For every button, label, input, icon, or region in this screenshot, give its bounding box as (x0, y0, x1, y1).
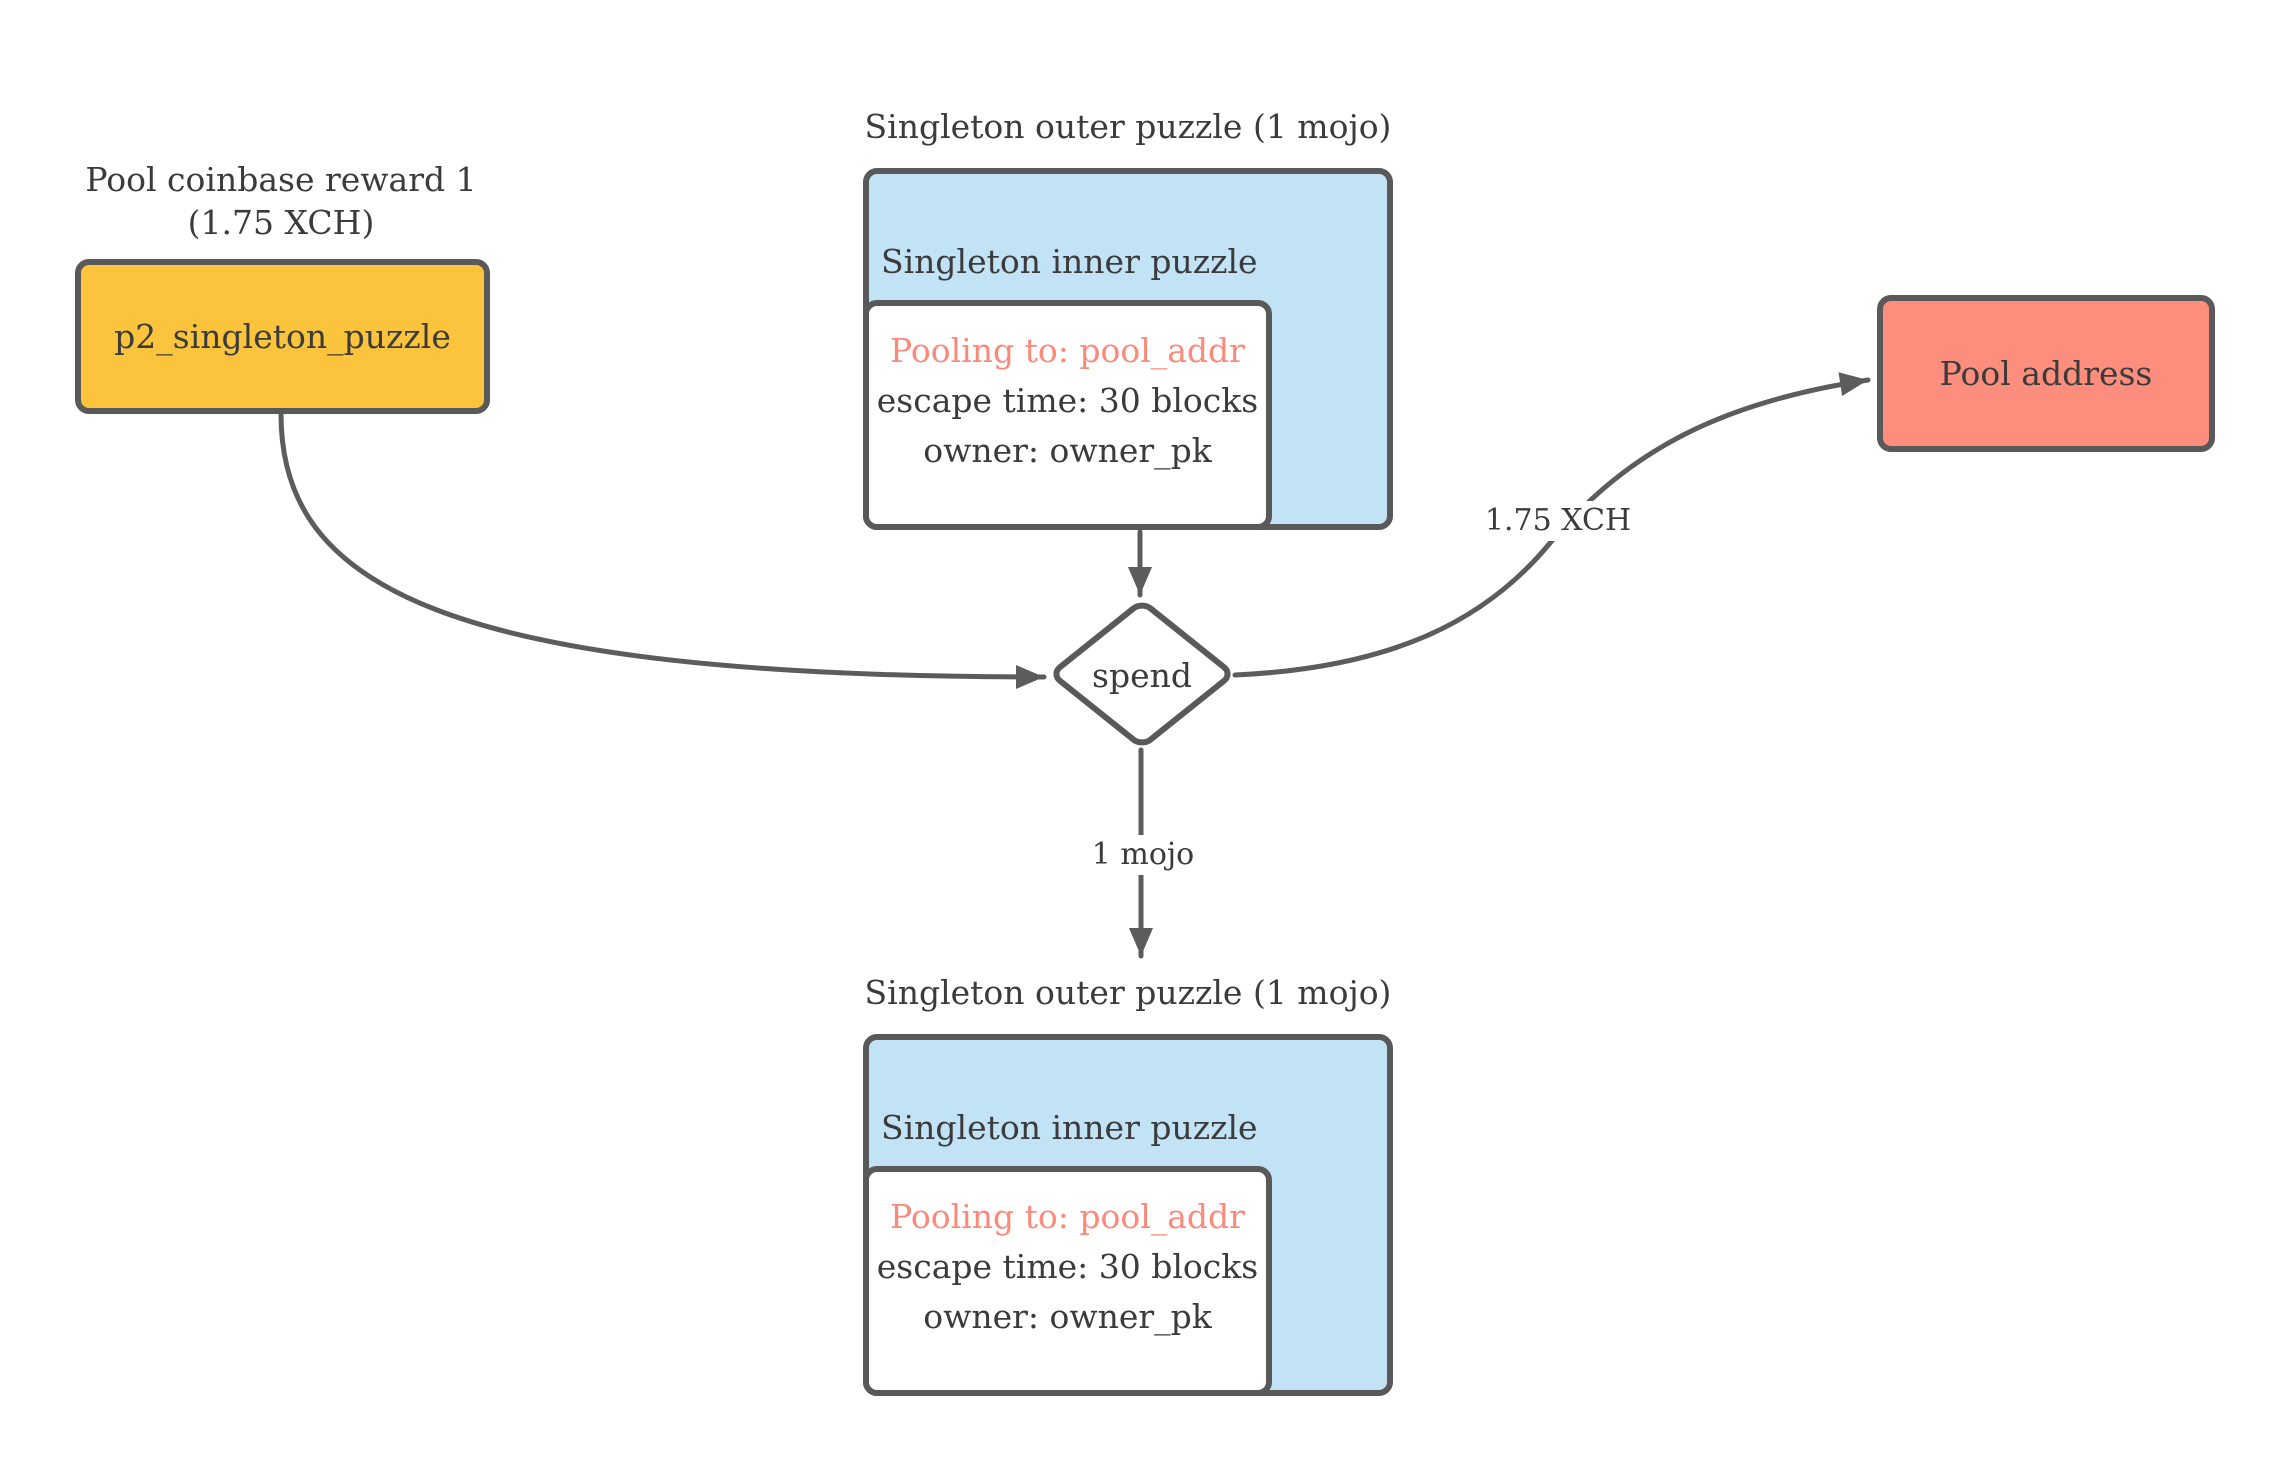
singleton-bottom-escape-line: escape time: 30 blocks (876, 1247, 1259, 1286)
edge-label-xch: 1.75 XCH (1476, 501, 1640, 541)
edge-spend-to-pool (1232, 372, 1871, 678)
singleton-top-escape-line: escape time: 30 blocks (876, 381, 1259, 420)
singleton-bottom-inner-title: Singleton inner puzzle (881, 1108, 1258, 1147)
singleton-top-inner-title: Singleton inner puzzle (881, 242, 1258, 281)
coinbase-caption-line1: Pool coinbase reward 1 (85, 160, 477, 199)
pool-address-node: Pool address (1877, 295, 2215, 452)
coinbase-node: p2_singleton_puzzle (75, 259, 490, 414)
singleton-bottom-title: Singleton outer puzzle (1 mojo) (864, 973, 1392, 1012)
spend-diamond (1051, 602, 1232, 747)
coinbase-caption-line2: (1.75 XCH) (187, 203, 375, 242)
singleton-top-inner-box: Pooling to: pool_addr escape time: 30 bl… (863, 300, 1272, 530)
singleton-top-owner-line: owner: owner_pk (923, 431, 1212, 470)
spend-label: spend (1092, 656, 1192, 695)
pool-address-label: Pool address (1939, 353, 2153, 393)
edge-label-mojo: 1 mojo (1083, 835, 1203, 875)
coinbase-caption: Pool coinbase reward 1 (1.75 XCH) (65, 158, 497, 244)
singleton-bottom-inner-box: Pooling to: pool_addr escape time: 30 bl… (863, 1166, 1272, 1396)
singleton-bottom-owner-line: owner: owner_pk (923, 1297, 1212, 1336)
coinbase-node-label: p2_singleton_puzzle (114, 316, 451, 356)
edge-coinbase-to-spend (278, 411, 1047, 689)
singleton-top-pooling-line: Pooling to: pool_addr (890, 331, 1245, 370)
singleton-top-title: Singleton outer puzzle (1 mojo) (864, 107, 1392, 146)
singleton-bottom-pooling-line: Pooling to: pool_addr (890, 1197, 1245, 1236)
